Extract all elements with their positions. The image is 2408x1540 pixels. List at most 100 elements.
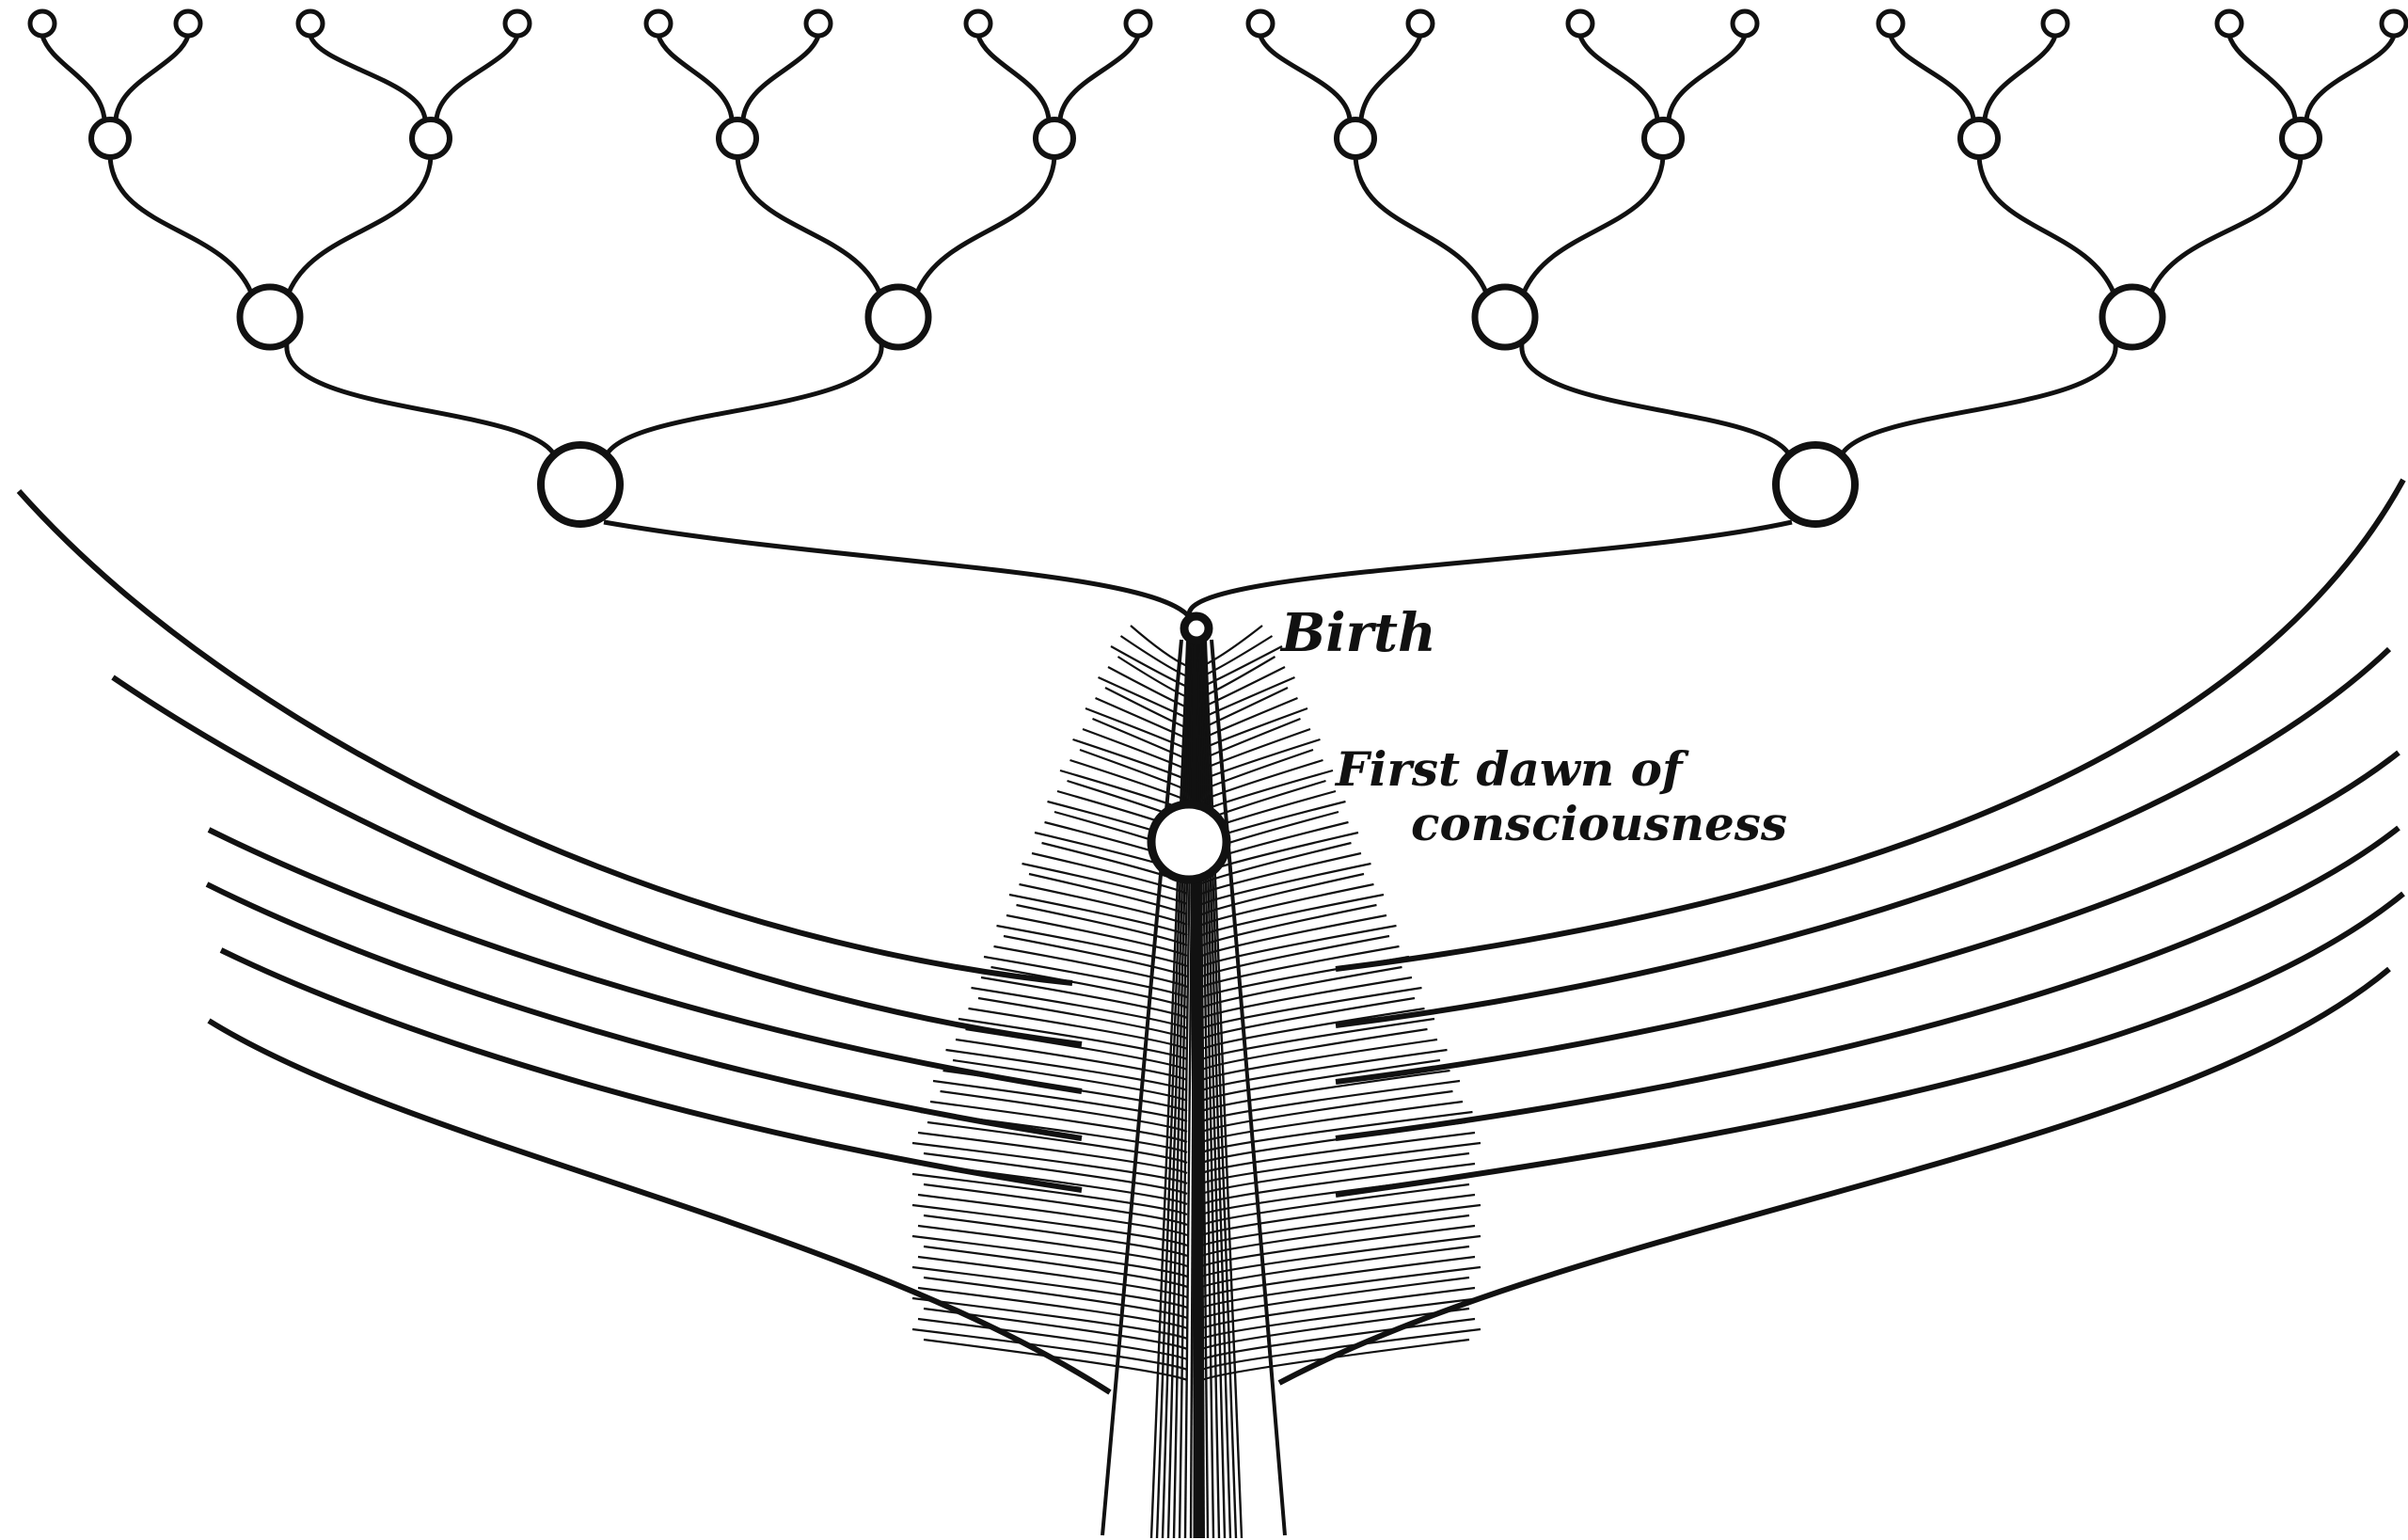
tree-branch: [1666, 35, 1748, 120]
ancestor-node: [716, 117, 759, 160]
influence-stream: [207, 827, 1083, 1094]
hatch-stroke: [1107, 666, 1188, 709]
hatch-stroke: [1201, 986, 1422, 1030]
influence-stream: [111, 675, 1083, 1047]
tree-branch: [1839, 342, 2118, 456]
tree-branch: [284, 342, 557, 456]
hatch-stroke: [1119, 635, 1188, 678]
consciousness-label: consciousness: [1411, 796, 1787, 851]
hatch-stroke: [911, 1234, 1188, 1278]
hatch-stroke: [1201, 1058, 1441, 1103]
hatch-stroke: [1028, 872, 1188, 916]
tree-branch: [1888, 35, 1976, 120]
tree-branch: [1186, 519, 1793, 621]
hatch-stroke: [1201, 1224, 1476, 1268]
tree-branch: [2148, 156, 2304, 294]
hatch-stroke: [980, 976, 1188, 1020]
hatch-stroke: [1201, 1214, 1470, 1258]
hatch-stroke: [968, 1007, 1188, 1051]
ancestor-node: [1957, 117, 2001, 160]
hatch-stroke: [923, 1183, 1188, 1227]
influence-stream: [1335, 646, 2392, 1028]
hatch-stroke: [1003, 934, 1188, 978]
ancestor-node: [803, 8, 833, 39]
beam-line: [1149, 634, 1189, 1539]
hatch-stroke: [1201, 903, 1377, 947]
tree-branch: [1258, 34, 1353, 120]
hatch-stroke: [1201, 1245, 1470, 1289]
tree-branch: [603, 519, 1194, 621]
hatch-stroke: [1130, 625, 1188, 668]
hatch-stroke: [940, 1089, 1188, 1134]
hatch-stroke: [1016, 903, 1188, 947]
tree-branch: [1358, 35, 1423, 120]
beam-line: [1203, 634, 1238, 1539]
tree-branch: [2226, 35, 2298, 120]
hatch-stroke: [923, 1214, 1188, 1258]
tree-branch: [604, 342, 884, 456]
tree-branch: [434, 35, 520, 120]
ancestor-node: [502, 8, 532, 39]
beam-line: [1204, 634, 1244, 1539]
beam-edge-left: [1101, 639, 1183, 1536]
hatch-stroke: [1201, 945, 1400, 989]
influence-stream: [1335, 478, 2406, 972]
hatch-stroke: [1201, 976, 1413, 1020]
tree-branch: [107, 156, 254, 294]
hatch-stroke: [1201, 1276, 1470, 1320]
hatch-stroke: [911, 1203, 1188, 1247]
hatch-stroke: [965, 1027, 1188, 1072]
ancestor-node: [2214, 8, 2244, 39]
ancestor-node: [1033, 117, 1076, 160]
hatch-stroke: [1201, 1203, 1481, 1247]
hatch-stroke: [1201, 1193, 1476, 1237]
hatch-stroke: [1201, 748, 1314, 792]
hatch-stroke: [917, 1193, 1188, 1237]
hatch-stroke: [1201, 1234, 1481, 1278]
hatch-stroke: [977, 996, 1188, 1040]
tree-branch: [656, 35, 735, 120]
ancestor-node: [88, 117, 132, 160]
ancestor-node: [173, 8, 203, 39]
hatch-stroke: [958, 1017, 1188, 1061]
tree-branch: [1057, 35, 1141, 120]
tree-branch: [740, 35, 821, 120]
influence-stream: [1335, 750, 2400, 1085]
beam-line: [1183, 634, 1196, 1539]
ancestor-node: [1641, 117, 1685, 160]
beam-core: [1191, 879, 1205, 1539]
ancestor-node: [643, 8, 673, 39]
ancestor-node: [2279, 117, 2322, 160]
tree-branch: [2304, 34, 2397, 120]
beam-line: [1197, 634, 1210, 1539]
hatch-stroke: [1201, 1338, 1470, 1382]
influence-stream: [1277, 966, 2391, 1386]
hatch-stroke: [923, 1151, 1188, 1196]
ancestor-node: [2099, 283, 2166, 351]
hatch-stroke: [971, 986, 1188, 1030]
influence-stream: [205, 881, 1083, 1141]
ancestor-node: [236, 283, 304, 351]
tree-branch: [975, 35, 1052, 120]
tree-branch: [1521, 156, 1666, 294]
beam-line: [1172, 634, 1194, 1539]
ancestor-node: [295, 8, 325, 39]
tree-branch: [308, 34, 428, 120]
hatch-stroke: [1110, 645, 1188, 689]
tree-branch: [1519, 342, 1792, 456]
influence-stream: [1335, 891, 2405, 1198]
hatch-stroke: [911, 1172, 1188, 1216]
hatch-stroke: [952, 1058, 1188, 1103]
ancestor-node: [963, 8, 993, 39]
hatch-stroke: [1201, 872, 1365, 916]
ancestor-node: [2379, 8, 2408, 39]
hatch-stroke: [990, 965, 1188, 1009]
influence-stream: [207, 1018, 1112, 1395]
birth-node: [1180, 611, 1213, 645]
first-dawn-label: First dawn of: [1334, 741, 1689, 797]
hatch-stroke: [917, 1224, 1188, 1268]
grandparent-node: [537, 441, 624, 528]
hatch-stroke: [1201, 1286, 1476, 1330]
beam-line: [1200, 634, 1227, 1539]
